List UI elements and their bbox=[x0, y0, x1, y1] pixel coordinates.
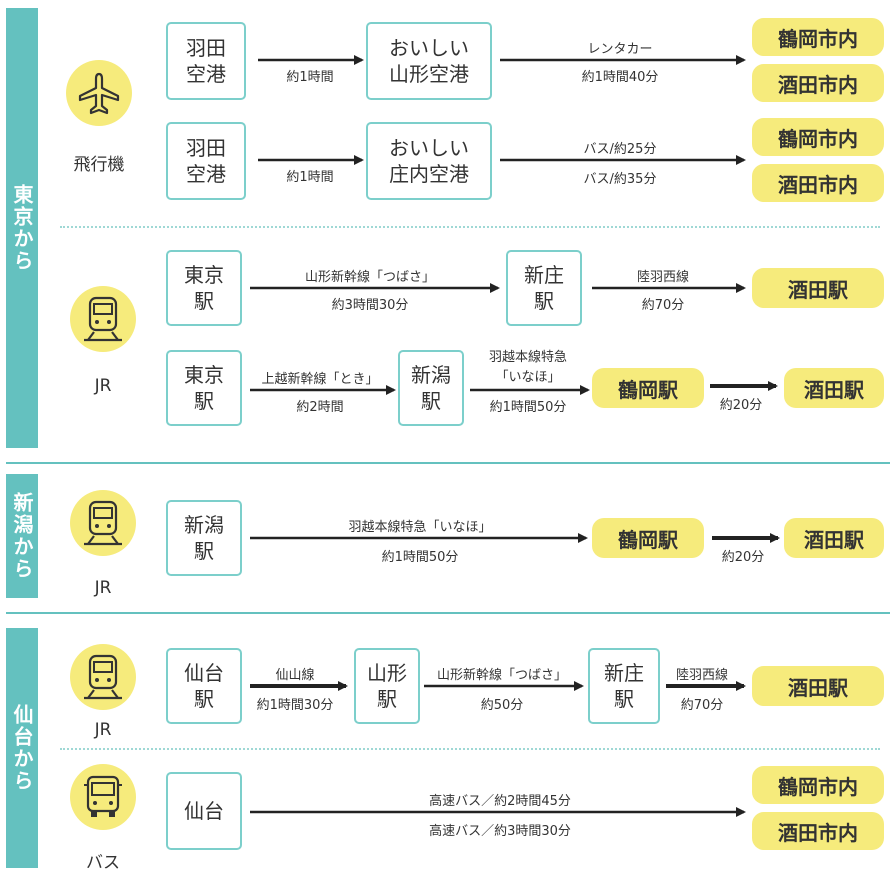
via-box-shinjo-station: 新庄 駅 bbox=[506, 250, 582, 326]
route-time-label: 約1時間30分 bbox=[256, 698, 334, 713]
origin-box-haneda: 羽田 空港 bbox=[166, 122, 246, 200]
airplane-icon bbox=[66, 60, 132, 126]
route-line-label: 上越新幹線「とき」 bbox=[261, 372, 379, 387]
route-line-label: 山形新幹線「つばさ」 bbox=[304, 270, 435, 285]
route-bus-label: バス/約35分 bbox=[583, 172, 657, 187]
destination-sakata-station: 酒田駅 bbox=[784, 518, 884, 558]
destination-tsuruoka-city: 鶴岡市内 bbox=[752, 766, 884, 804]
route-bus-label: 高速バス／約3時間30分 bbox=[429, 824, 571, 839]
section-label-sendai: 仙台から bbox=[6, 628, 38, 868]
route-time-label: 約2時間 bbox=[296, 400, 344, 415]
section-label-niigata: 新潟から bbox=[6, 474, 38, 598]
origin-box-sendai-station: 仙台 駅 bbox=[166, 648, 242, 724]
origin-box-tokyo-station: 東京 駅 bbox=[166, 250, 242, 326]
route-line-label: 「いなほ」 bbox=[495, 370, 561, 385]
divider-dotted bbox=[60, 748, 880, 750]
route-line-label: 陸羽西線 bbox=[636, 270, 689, 285]
train-icon bbox=[70, 644, 136, 710]
route-time-label: 約1時間50分 bbox=[489, 400, 567, 415]
route-line-label: 羽越本線特急 bbox=[488, 350, 567, 365]
mode-label-plane: 飛行機 bbox=[73, 155, 125, 175]
route-time-label: 約1時間40分 bbox=[581, 70, 659, 85]
destination-tsuruoka-city: 鶴岡市内 bbox=[752, 118, 884, 156]
route-time-label: 約70分 bbox=[641, 298, 685, 313]
route-time-label: 約20分 bbox=[721, 550, 765, 565]
route-time-label: 約1時間 bbox=[286, 170, 334, 185]
destination-sakata-station: 酒田駅 bbox=[752, 666, 884, 706]
destination-sakata-city: 酒田市内 bbox=[752, 812, 884, 850]
via-box-yamagata-airport: おいしい 山形空港 bbox=[366, 22, 492, 100]
route-line-label: 山形新幹線「つばさ」 bbox=[436, 668, 567, 683]
mode-label-jr: JR bbox=[94, 376, 112, 396]
destination-sakata-city: 酒田市内 bbox=[752, 64, 884, 102]
train-icon bbox=[70, 490, 136, 556]
route-line-label: 仙山線 bbox=[275, 668, 315, 683]
route-line-label: 羽越本線特急「いなほ」 bbox=[348, 520, 492, 535]
bus-icon bbox=[70, 764, 136, 830]
section-label-tokyo: 東京から bbox=[6, 8, 38, 448]
destination-tsuruoka-city: 鶴岡市内 bbox=[752, 18, 884, 56]
route-time-label: 約3時間30分 bbox=[331, 298, 409, 313]
via-box-yamagata-station: 山形 駅 bbox=[354, 648, 420, 724]
route-time-label: 約1時間 bbox=[286, 70, 334, 85]
destination-sakata-city: 酒田市内 bbox=[752, 164, 884, 202]
route-line-label: 陸羽西線 bbox=[675, 668, 728, 683]
route-time-label: 約20分 bbox=[719, 398, 763, 413]
origin-box-tokyo-station: 東京 駅 bbox=[166, 350, 242, 426]
destination-sakata-station: 酒田駅 bbox=[752, 268, 884, 308]
mode-label-jr: JR bbox=[94, 578, 112, 598]
route-time-label: 約50分 bbox=[480, 698, 524, 713]
divider-section bbox=[6, 612, 890, 614]
via-box-shinjo-station: 新庄 駅 bbox=[588, 648, 660, 724]
via-box-niigata-station: 新潟 駅 bbox=[398, 350, 464, 426]
route-time-label: 約1時間50分 bbox=[381, 550, 459, 565]
destination-tsuruoka-station: 鶴岡駅 bbox=[592, 368, 704, 408]
via-box-shonai-airport: おいしい 庄内空港 bbox=[366, 122, 492, 200]
destination-sakata-station: 酒田駅 bbox=[784, 368, 884, 408]
train-icon bbox=[70, 286, 136, 352]
route-bus-label: 高速バス／約2時間45分 bbox=[429, 794, 571, 809]
mode-label-bus: バス bbox=[86, 853, 120, 873]
destination-tsuruoka-station: 鶴岡駅 bbox=[592, 518, 704, 558]
origin-box-niigata-station: 新潟 駅 bbox=[166, 500, 242, 576]
origin-box-sendai: 仙台 bbox=[166, 772, 242, 850]
divider-section bbox=[6, 462, 890, 464]
route-method-label: レンタカー bbox=[587, 42, 653, 57]
origin-box-haneda: 羽田 空港 bbox=[166, 22, 246, 100]
route-time-label: 約70分 bbox=[680, 698, 724, 713]
divider-dotted bbox=[60, 226, 880, 228]
mode-label-jr: JR bbox=[94, 720, 112, 740]
route-bus-label: バス/約25分 bbox=[583, 142, 657, 157]
